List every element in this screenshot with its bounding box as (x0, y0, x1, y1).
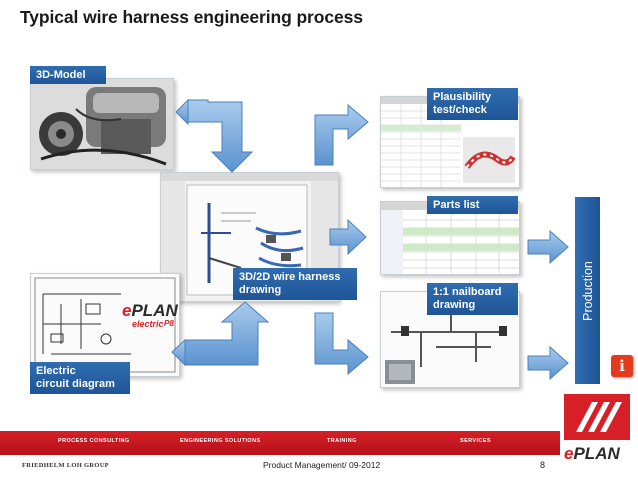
eplan-e-glyph: e (122, 301, 132, 320)
harness-label-line1: 3D/2D wire harness (239, 271, 341, 283)
nav-item-process-consulting[interactable]: PROCESS CONSULTING (58, 438, 130, 444)
eplan-version-text: P8 (164, 319, 174, 328)
eplan-logo-text: PLAN (573, 444, 620, 463)
arrow-harness-to-electric (171, 338, 186, 367)
arrow-nailboard-to-production (527, 345, 569, 381)
electric-label-line1: Electric (36, 365, 76, 377)
3d-model-image (30, 78, 174, 170)
arrow-harness-to-nailboard (314, 312, 369, 376)
eplan-logo-e: e (564, 444, 574, 463)
production-label: Production (580, 260, 595, 321)
arrow-harness-to-plausibility (314, 103, 369, 166)
arrow-parts-to-production (527, 229, 569, 265)
eplan-logo: ePLAN (562, 392, 632, 476)
production-bar: Production (575, 197, 600, 384)
electric-diagram-label: Electric circuit diagram (30, 362, 130, 394)
arrow-harness-to-parts (329, 218, 367, 256)
plausibility-label: Plausibility test/check (427, 88, 518, 120)
eplan-emblem-icon (564, 394, 630, 440)
electric-label-line2: circuit diagram (36, 378, 115, 390)
info-button[interactable]: i (611, 355, 633, 377)
nav-bar: PROCESS CONSULTING ENGINEERING SOLUTIONS… (0, 431, 560, 455)
page-number: 8 (540, 460, 546, 470)
plausibility-label-line1: Plausibility (433, 91, 492, 103)
nailboard-label-line2: drawing (433, 299, 476, 311)
arrow-harness-to-3d (175, 98, 189, 126)
nav-item-services[interactable]: SERVICES (460, 438, 491, 444)
parts-list-label-text: Parts list (433, 199, 480, 211)
footer-center-text: Product Management/ 09-2012 (263, 460, 381, 470)
harness-label-line2: drawing (239, 284, 282, 296)
arrow-electric-to-harness (184, 301, 270, 366)
3d-model-label-text: 3D-Model (36, 69, 86, 81)
page-title: Typical wire harness engineering process (20, 7, 363, 27)
harness-drawing-image (160, 172, 339, 302)
nailboard-label: 1:1 nailboard drawing (427, 283, 518, 315)
nav-item-engineering-solutions[interactable]: ENGINEERING SOLUTIONS (180, 438, 261, 444)
nailboard-label-line1: 1:1 nailboard (433, 286, 502, 298)
plausibility-label-line2: test/check (433, 104, 487, 116)
3d-model-label: 3D-Model (30, 66, 106, 84)
eplan-brand-text: PLAN (131, 301, 178, 320)
eplan-product-text: electric (132, 319, 164, 329)
harness-drawing-label: 3D/2D wire harness drawing (233, 268, 357, 300)
nav-item-training[interactable]: TRAINING (327, 438, 357, 444)
arrow-3d-to-harness (187, 99, 254, 173)
footer-group-name: FRIEDHELM LOH GROUP (22, 462, 109, 469)
parts-list-label: Parts list (427, 196, 518, 214)
eplan-electric-logo: ePLAN electric P8 (118, 301, 178, 335)
engine-render-icon (31, 79, 173, 169)
